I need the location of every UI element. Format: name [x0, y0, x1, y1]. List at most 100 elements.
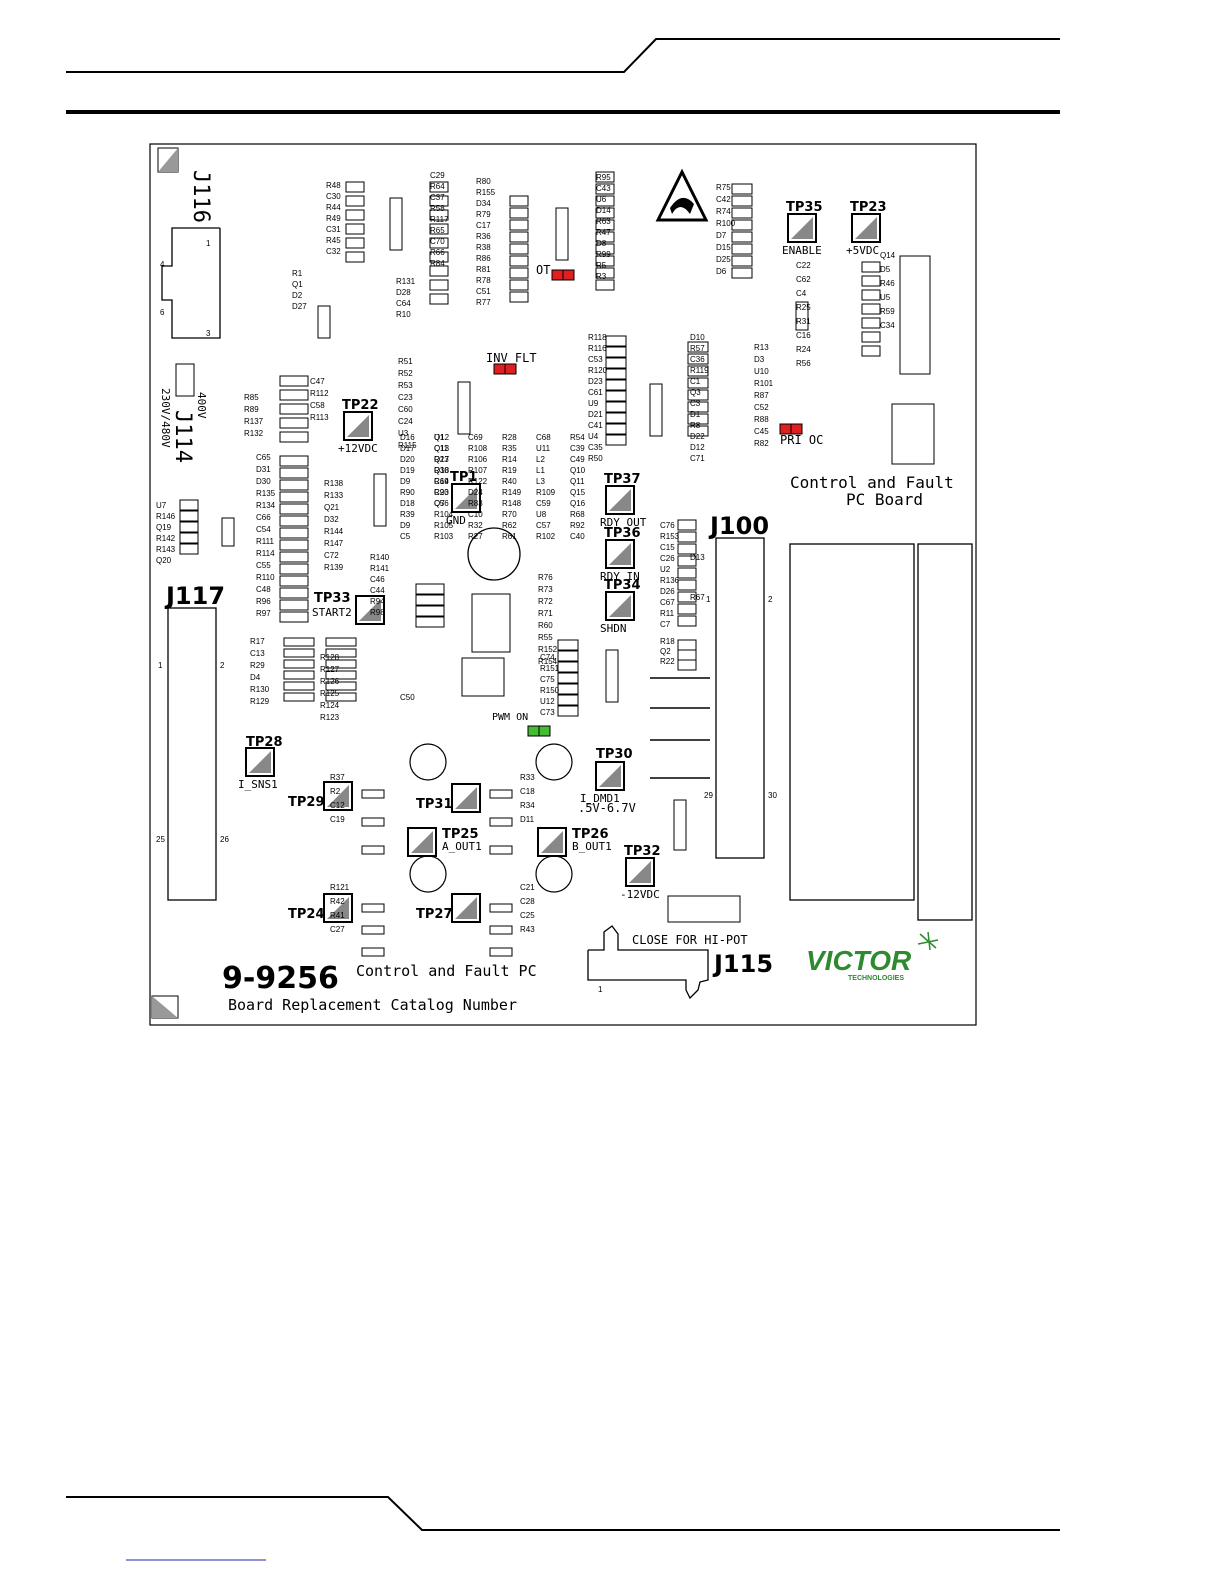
smd-pad [731, 243, 753, 255]
smd-pad [345, 237, 365, 249]
refdes-label: R81 [476, 265, 491, 274]
refdes-label: U3 [398, 429, 409, 438]
smd-pad [687, 401, 709, 413]
led-pwm-on [527, 725, 551, 737]
refdes-label: R107 [468, 466, 488, 475]
smd-pad [677, 543, 697, 555]
refdes-label: R129 [250, 697, 270, 706]
refdes-label: R58 [430, 204, 445, 213]
smd-pad [429, 265, 449, 277]
refdes-label: R86 [476, 254, 491, 263]
refdes-label: R125 [320, 689, 340, 698]
smd-pad [509, 219, 529, 231]
refdes-label: Q20 [156, 556, 172, 565]
smd-pad [279, 455, 309, 467]
refdes-label: D6 [716, 267, 727, 276]
refdes-label: R35 [502, 444, 517, 453]
smd-pad [509, 291, 529, 303]
test-point-signal: I_SNS1 [238, 778, 278, 791]
refdes-label: R114 [256, 549, 275, 558]
pin-label: 1 [206, 239, 211, 248]
refdes-label: C73 [540, 708, 555, 717]
smd-pad [279, 431, 309, 443]
label-hipot: CLOSE FOR HI-POT [632, 933, 748, 947]
refdes-label: C51 [476, 287, 491, 296]
refdes-label: D22 [690, 432, 705, 441]
refdes-label: R64 [430, 182, 445, 191]
smd-pad [345, 209, 365, 221]
smd-pad [677, 591, 697, 603]
refdes-label: U9 [588, 399, 599, 408]
test-point-signal: RDY OUT [600, 516, 647, 529]
capacitor-c5 [467, 527, 521, 581]
smd-pad [279, 503, 309, 515]
refdes-label: R22 [660, 657, 675, 666]
refdes-label: C15 [660, 543, 675, 552]
refdes-label: R36 [476, 232, 491, 241]
refdes-label: R34 [520, 801, 535, 810]
resistor-r102 [667, 895, 741, 923]
label-j116: J116 [188, 170, 213, 223]
smd-pad [489, 947, 513, 957]
label-j115: J115 [712, 950, 773, 978]
refdes-label: R17 [250, 637, 265, 646]
refdes-label: D27 [292, 302, 307, 311]
label-ot: OT [536, 263, 550, 277]
smd-pad [595, 267, 615, 279]
pin-label: 29 [704, 791, 713, 800]
refdes-label: C59 [536, 499, 551, 508]
smd-pad [687, 389, 709, 401]
refdes-label: R44 [326, 203, 341, 212]
smd-pad [489, 845, 513, 855]
refdes-label: C31 [326, 225, 341, 234]
smd-pad [677, 519, 697, 531]
label-pri-oc: PRI OC [780, 433, 823, 447]
refdes-label: D13 [690, 553, 705, 562]
refdes-label: R99 [596, 250, 611, 259]
refdes-label: D2 [292, 291, 303, 300]
refdes-label: R126 [320, 677, 340, 686]
refdes-label: Q14 [880, 251, 896, 260]
test-point-label: TP1 [450, 470, 477, 485]
refdes-label: C32 [326, 247, 341, 256]
refdes-label: R93 [434, 488, 449, 497]
refdes-label: R53 [398, 381, 413, 390]
smd-pad [283, 648, 315, 658]
smd-pad [509, 255, 529, 267]
refdes-label: C35 [588, 443, 603, 452]
test-pad-fill [359, 599, 381, 621]
refdes-label: R132 [244, 429, 264, 438]
connector-j114 [175, 363, 195, 397]
refdes-label: R131 [396, 277, 416, 286]
test-point-signal: B_OUT1 [572, 840, 612, 853]
refdes-label: R67 [690, 593, 705, 602]
refdes-label: R96 [256, 597, 271, 606]
smd-pad [731, 207, 753, 219]
refdes-label: C54 [256, 525, 271, 534]
refdes-label: C48 [256, 585, 271, 594]
smd-pad [861, 331, 881, 343]
smd-pad [861, 303, 881, 315]
refdes-label: D5 [880, 265, 891, 274]
refdes-label: R38 [476, 243, 491, 252]
smd-pad [687, 341, 709, 353]
test-point-label: TP33 [314, 591, 351, 606]
smd-pad [489, 925, 513, 935]
refdes-label: D8 [596, 239, 607, 248]
smd-pad [557, 694, 579, 706]
refdes-label: C17 [476, 221, 491, 230]
terminal-block-left [789, 543, 915, 901]
refdes-label: R23 [434, 455, 449, 464]
smd-pad [605, 412, 627, 424]
refdes-label: Q16 [570, 499, 586, 508]
refdes-label: R11 [660, 609, 675, 618]
smd-pad [731, 267, 753, 279]
refdes-label: D34 [476, 199, 491, 208]
smd-pad [605, 335, 627, 347]
smd-pad [509, 279, 529, 291]
connector-j117 [167, 607, 217, 901]
refdes-label: C46 [370, 575, 385, 584]
refdes-layer: R48C30R44R49C31R45C32C29R64C37R58R117R65… [156, 171, 896, 934]
